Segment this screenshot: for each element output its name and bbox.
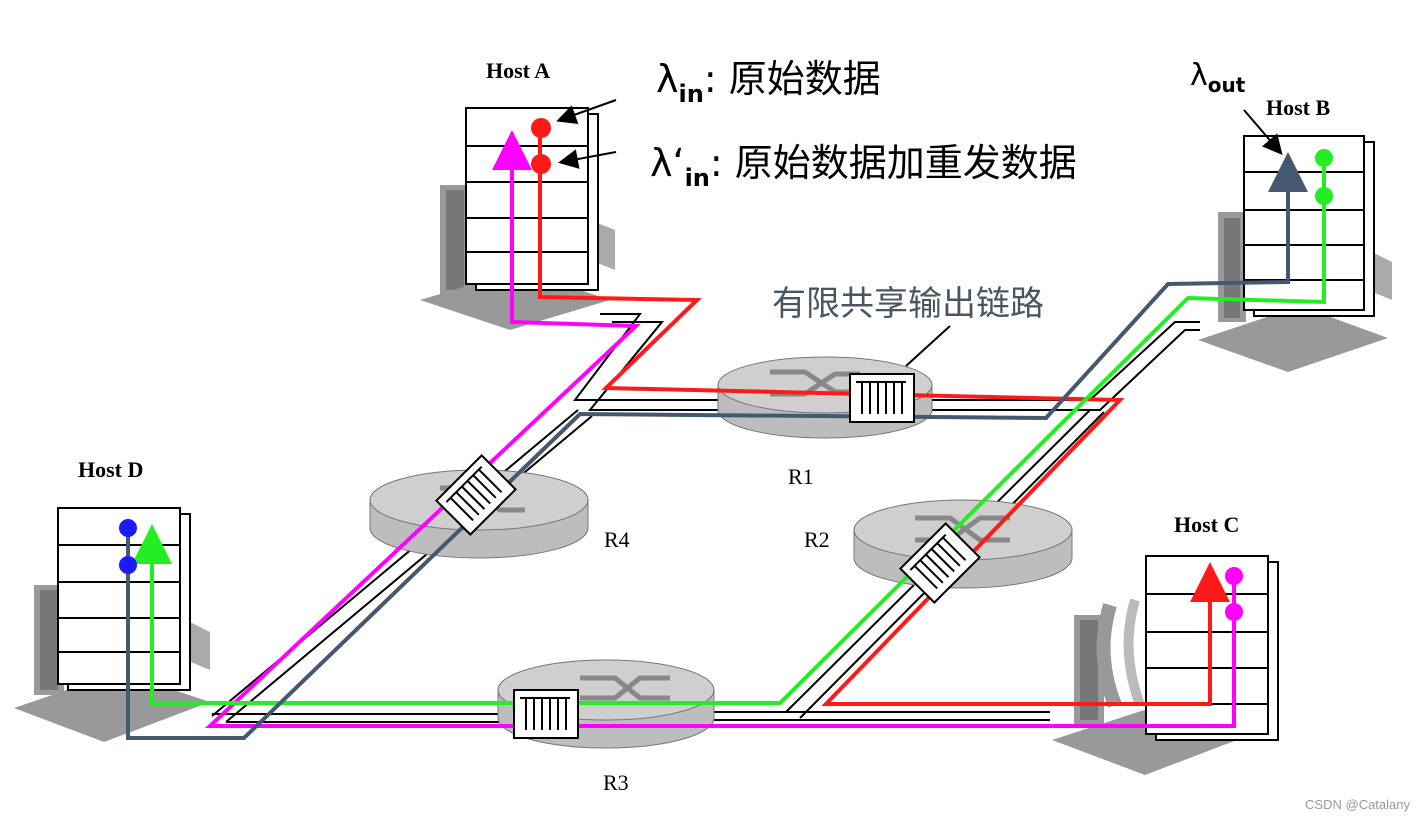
router-r3-label: R3 xyxy=(603,770,629,795)
host-a-dot-lambda-in-prime xyxy=(531,154,551,174)
router-r2-label: R2 xyxy=(804,527,830,552)
lambda-in-pointer-arrow xyxy=(556,99,617,125)
queue-r1 xyxy=(849,373,915,423)
host-c-dot-1 xyxy=(1225,567,1243,585)
host-b-dot-2 xyxy=(1315,187,1333,205)
host-b-tower[interactable] xyxy=(1243,135,1375,317)
lambda-out-symbol: λ xyxy=(1190,58,1208,93)
legend-lambda-in-symbol: λ xyxy=(656,57,679,101)
flow-b-to-d xyxy=(126,152,1308,740)
link-caption-pointer xyxy=(905,325,951,367)
lambda-out-pointer-arrow xyxy=(1243,109,1283,156)
host-d-dot-1 xyxy=(119,519,137,537)
shared-link-caption: 有限共享输出链路 xyxy=(772,284,1044,324)
host-a-tower[interactable] xyxy=(465,107,599,291)
legend-lambda-in: λin: 原始数据 xyxy=(656,48,881,108)
legend-lambda-in-prime: λ‘in: 原始数据加重发数据 xyxy=(650,132,1077,192)
legend-lambda-in-sub: in xyxy=(678,80,704,108)
host-c-label: Host C xyxy=(1174,512,1240,537)
host-c-dot-2 xyxy=(1225,603,1243,621)
lambda-out-sub: out xyxy=(1207,73,1246,97)
lambda-in-prime-pointer-arrow xyxy=(558,149,617,169)
router-r1-label: R1 xyxy=(788,464,814,489)
queue-r2 xyxy=(898,521,982,605)
legend-lambda-in-prime-sub: in xyxy=(684,164,710,192)
host-a-label: Host A xyxy=(486,58,551,83)
host-b-label: Host B xyxy=(1266,95,1331,120)
host-a-dot-lambda-in xyxy=(531,118,551,138)
host-d-label: Host D xyxy=(78,457,144,482)
router-r4-label: R4 xyxy=(604,527,630,552)
lambda-out-label: λout xyxy=(1190,58,1245,97)
legend-lambda-in-prime-text: : 原始数据加重发数据 xyxy=(709,141,1077,185)
queue-r4 xyxy=(434,453,518,537)
host-b-dot-1 xyxy=(1315,149,1333,167)
flow-c-to-a xyxy=(204,130,1236,728)
queue-r3 xyxy=(513,689,579,739)
flow-d-to-b xyxy=(132,158,1326,705)
legend-lambda-in-prime-symbol: λ‘ xyxy=(650,141,685,185)
legend-lambda-in-text: : 原始数据 xyxy=(703,57,881,101)
watermark: CSDN @Catalany xyxy=(1305,797,1410,812)
host-d-dot-2 xyxy=(119,556,137,574)
